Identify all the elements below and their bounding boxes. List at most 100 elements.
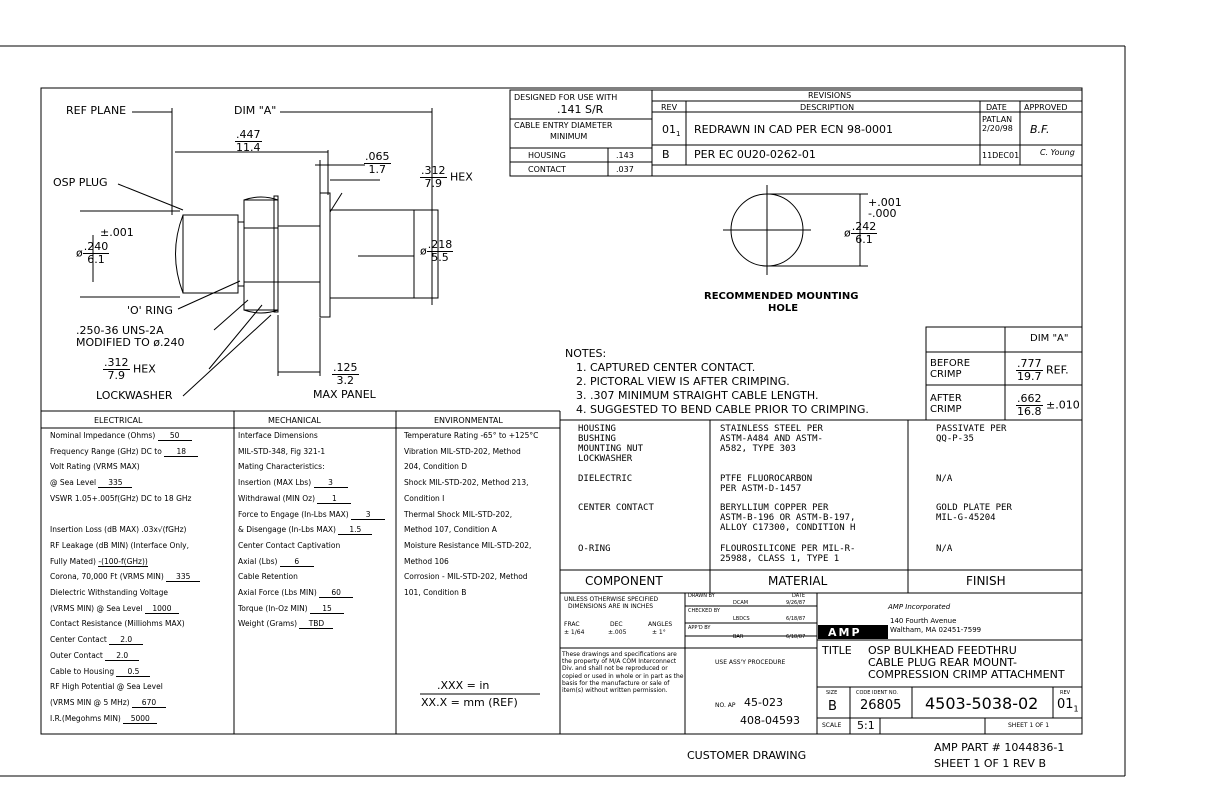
- size-value: B: [828, 699, 837, 714]
- lockwasher-label: LOCKWASHER: [96, 389, 173, 402]
- environmental-row: Moisture Resistance MIL-STD-202,: [404, 540, 558, 550]
- after-crimp-label: AFTER CRIMP: [930, 393, 962, 415]
- mechanical-title: MECHANICAL: [268, 416, 321, 425]
- dec-value: ±.005: [608, 629, 627, 636]
- electrical-row-label: Fully Mated): [50, 556, 96, 566]
- mechanical-row: Mating Characteristics:: [238, 463, 394, 471]
- environmental-row: Thermal Shock MIL-STD-202,: [404, 509, 558, 519]
- code-ident-value: 26805: [860, 698, 902, 713]
- electrical-row: (VRMS MIN @ 5 MHz) 670: [50, 697, 232, 708]
- electrical-row-label: Outer Contact: [50, 650, 103, 660]
- environmental-row-label: Method 107, Condition A: [404, 525, 497, 535]
- tol-note-1: UNLESS OTHERWISE SPECIFIED: [564, 596, 659, 603]
- mechanical-row: Center Contact Captivation: [238, 541, 394, 550]
- o-ring-label: 'O' RING: [127, 304, 173, 317]
- electrical-row-label: Frequency Range (GHz) DC to: [50, 446, 162, 456]
- mechanical-row-value: 60: [319, 589, 354, 598]
- electrical-row-label: I.R.(Megohms MIN): [50, 713, 121, 723]
- environmental-row-label: Thermal Shock MIL-STD-202,: [404, 509, 513, 519]
- contact-value: .037: [616, 165, 634, 174]
- electrical-row-label: (VRMS MIN @ 5 MHz): [50, 697, 130, 707]
- environmental-row-label: Temperature Rating -65° to +125°C: [404, 431, 539, 440]
- mechanical-row-label: Withdrawal (MIN Oz): [238, 493, 316, 503]
- title-line-1: OSP BULKHEAD FEEDTHRU: [868, 644, 1017, 657]
- mechanical-row: MIL-STD-348, Fig 321-1: [238, 447, 394, 456]
- electrical-row-value: -(100-f(GHz)): [98, 556, 148, 567]
- note-3: 3. .307 MINIMUM STRAIGHT CABLE LENGTH.: [576, 389, 819, 402]
- material-component: HOUSING BUSHING MOUNTING NUT LOCKWASHER: [578, 424, 644, 464]
- mechanical-row: Cable Retention: [238, 573, 394, 581]
- material-finish: N/A: [936, 544, 953, 554]
- mechanical-row: & Disengage (In-Lbs MAX) 1.5: [238, 525, 394, 536]
- electrical-row: Insertion Loss (dB MAX) .03x√(fGHz): [50, 526, 232, 534]
- environmental-row-label: 101, Condition B: [404, 588, 467, 597]
- units-inch: .XXX = in: [437, 679, 490, 692]
- environmental-row-label: Moisture Resistance MIL-STD-202,: [404, 540, 532, 550]
- dec-label: DEC: [610, 621, 623, 628]
- mechanical-row-value: TBD: [299, 620, 334, 630]
- checked-by-label: CHECKED BY: [688, 608, 720, 614]
- electrical-row-label: Cable to Housing: [50, 666, 115, 676]
- environmental-row: 204, Condition D: [404, 463, 558, 471]
- sheet-text: SHEET 1 OF 1: [1008, 722, 1050, 729]
- mount-title: RECOMMENDED MOUNTING: [704, 291, 859, 302]
- rev-label: REV: [1060, 690, 1071, 696]
- mount-title-hole: HOLE: [768, 303, 799, 314]
- proprietary-notice: These drawings and specifications are th…: [562, 651, 684, 695]
- electrical-row: Frequency Range (GHz) DC to 18: [50, 446, 232, 457]
- amp-logo: AMP: [828, 626, 862, 639]
- mechanical-row-label: & Disengage (In-Lbs MAX): [238, 525, 336, 535]
- material-finish: PASSIVATE PER QQ-P-35: [936, 424, 1007, 444]
- environmental-row-label: Vibration MIL-STD-202, Method: [404, 446, 521, 456]
- mechanical-row: Interface Dimensions: [238, 432, 394, 440]
- material-component: DIELECTRIC: [578, 474, 633, 484]
- appd-date: 6/18/87: [786, 634, 806, 640]
- mechanical-row-label: Torque (In-Oz MIN): [238, 603, 308, 613]
- electrical-row: (VRMS MIN) @ Sea Level 1000: [50, 604, 232, 614]
- mechanical-row: Axial (Lbs) 6: [238, 556, 394, 567]
- mechanical-row-label: Insertion (MAX Lbs): [238, 478, 312, 488]
- rev-row-1-date: PATLAN 2/20/98: [982, 115, 1013, 133]
- scale-value: 5:1: [857, 719, 875, 732]
- revisions-title: REVISIONS: [808, 91, 852, 100]
- environmental-row: 101, Condition B: [404, 589, 558, 597]
- mechanical-row-label: Force to Engage (In-Lbs MAX): [238, 509, 349, 519]
- appd-name: BAR: [733, 634, 744, 640]
- drawn-by-label: DRAWN BY: [688, 593, 715, 599]
- mechanical-row: Torque (In-Oz MIN) 15: [238, 603, 394, 614]
- electrical-row-label: RF High Potential @ Sea Level: [50, 682, 163, 692]
- before-crimp-label: BEFORE CRIMP: [930, 358, 971, 380]
- title-line-2: CABLE PLUG REAR MOUNT-: [868, 656, 1017, 669]
- checked-date: 6/18/87: [786, 616, 806, 622]
- frac-value: ± 1/64: [564, 629, 585, 636]
- environmental-row: Corrosion - MIL-STD-202, Method: [404, 573, 558, 581]
- electrical-row: Contact Resistance (Milliohms MAX): [50, 620, 232, 628]
- company-name: AMP Incorporated: [888, 603, 951, 611]
- environmental-row-label: Corrosion - MIL-STD-202, Method: [404, 572, 528, 582]
- doc-number: 408-04593: [740, 714, 800, 727]
- electrical-row-label: @ Sea Level: [50, 478, 97, 488]
- mount-minus: -.000: [868, 207, 897, 220]
- note-2: 2. PICTORAL VIEW IS AFTER CRIMPING.: [576, 375, 790, 388]
- mechanical-row-label: Interface Dimensions: [238, 431, 318, 440]
- mechanical-row-value: 1: [317, 494, 352, 504]
- electrical-row: RF High Potential @ Sea Level: [50, 683, 232, 691]
- electrical-row-value: 1000: [144, 604, 179, 614]
- mechanical-row-label: Axial (Lbs): [238, 556, 278, 566]
- designed-for-label: DESIGNED FOR USE WITH: [514, 93, 618, 102]
- customer-drawing: CUSTOMER DRAWING: [687, 749, 807, 762]
- company-addr-2: Waltham, MA 02451-7599: [890, 626, 982, 634]
- electrical-row: @ Sea Level 335: [50, 478, 232, 489]
- rev-row-1: 011: [662, 123, 681, 139]
- dim-a-label: DIM "A": [234, 104, 277, 117]
- max-panel-label: MAX PANEL: [313, 388, 376, 401]
- units-mm: XX.X = mm (REF): [421, 696, 518, 709]
- material-header: MATERIAL: [768, 574, 828, 588]
- material-component: O-RING: [578, 544, 611, 554]
- electrical-row: Volt Rating (VRMS MAX): [50, 463, 232, 471]
